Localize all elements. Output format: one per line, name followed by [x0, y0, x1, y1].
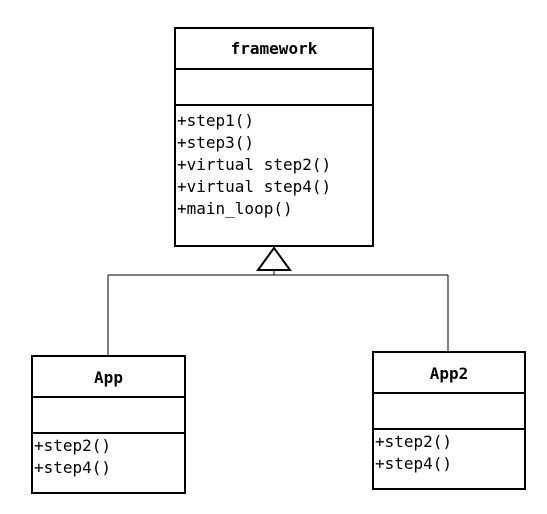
operations-compartment-framework: +step1() +step3() +virtual step2() +virt…: [176, 106, 372, 220]
operation-step1: +step1(): [177, 111, 255, 130]
class-name-app: App: [33, 357, 184, 398]
class-name-app2: App2: [374, 353, 524, 394]
operations-compartment-app: +step2() +step4(): [33, 434, 184, 479]
operations-compartment-app2: +step2() +step4(): [374, 430, 524, 475]
attributes-compartment-framework: [176, 70, 372, 106]
operation-virtual-step4: +virtual step4(): [177, 177, 332, 196]
attributes-compartment-app: [33, 398, 184, 434]
attributes-compartment-app2: [374, 394, 524, 430]
operation-step2: +step2(): [34, 436, 112, 455]
class-name-framework: framework: [176, 29, 372, 70]
generalization-arrow-head: [256, 246, 292, 271]
operation-step3: +step3(): [177, 133, 255, 152]
class-app2: App2 +step2() +step4(): [372, 351, 526, 490]
operation-step4: +step4(): [375, 454, 453, 473]
operation-step4: +step4(): [34, 458, 112, 477]
operation-step2: +step2(): [375, 432, 453, 451]
operation-virtual-step2: +virtual step2(): [177, 155, 332, 174]
class-app: App +step2() +step4(): [31, 355, 186, 494]
class-framework: framework +step1() +step3() +virtual ste…: [174, 27, 374, 247]
operation-main-loop: +main_loop(): [177, 199, 293, 218]
